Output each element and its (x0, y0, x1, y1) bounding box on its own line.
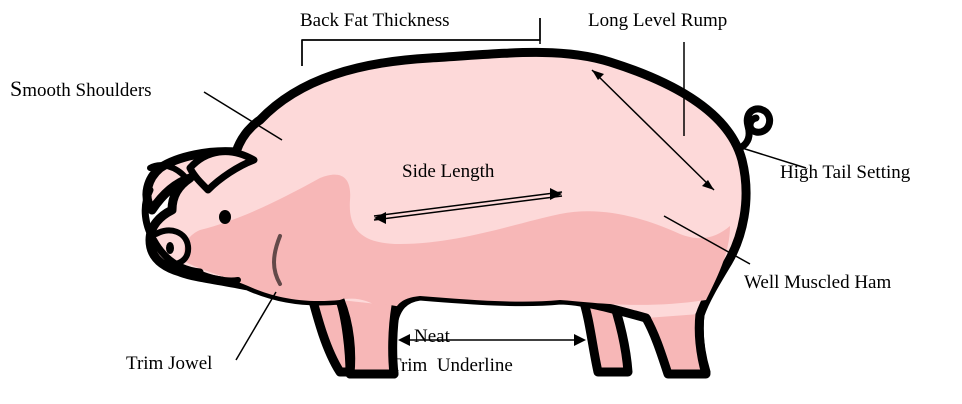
front-leg (340, 300, 396, 374)
label-well-muscled-ham: Well Muscled Ham (744, 273, 891, 292)
nostril (166, 242, 174, 254)
jowel-pointer (236, 292, 276, 360)
label-side-length: Side Length (402, 162, 494, 181)
label-trim-jowel: Trim Jowel (126, 354, 212, 373)
back-leg (646, 314, 706, 374)
label-long-level-rump: Long Level Rump (588, 11, 727, 30)
label-high-tail-setting: High Tail Setting (780, 163, 910, 182)
label-neat: Neat (414, 327, 450, 346)
label-trim-underline: Trim Underline (390, 356, 513, 375)
label-smooth-shoulders: Smooth Shoulders (10, 78, 152, 100)
eye (219, 210, 231, 224)
label-back-fat-thickness: Back Fat Thickness (300, 11, 450, 30)
